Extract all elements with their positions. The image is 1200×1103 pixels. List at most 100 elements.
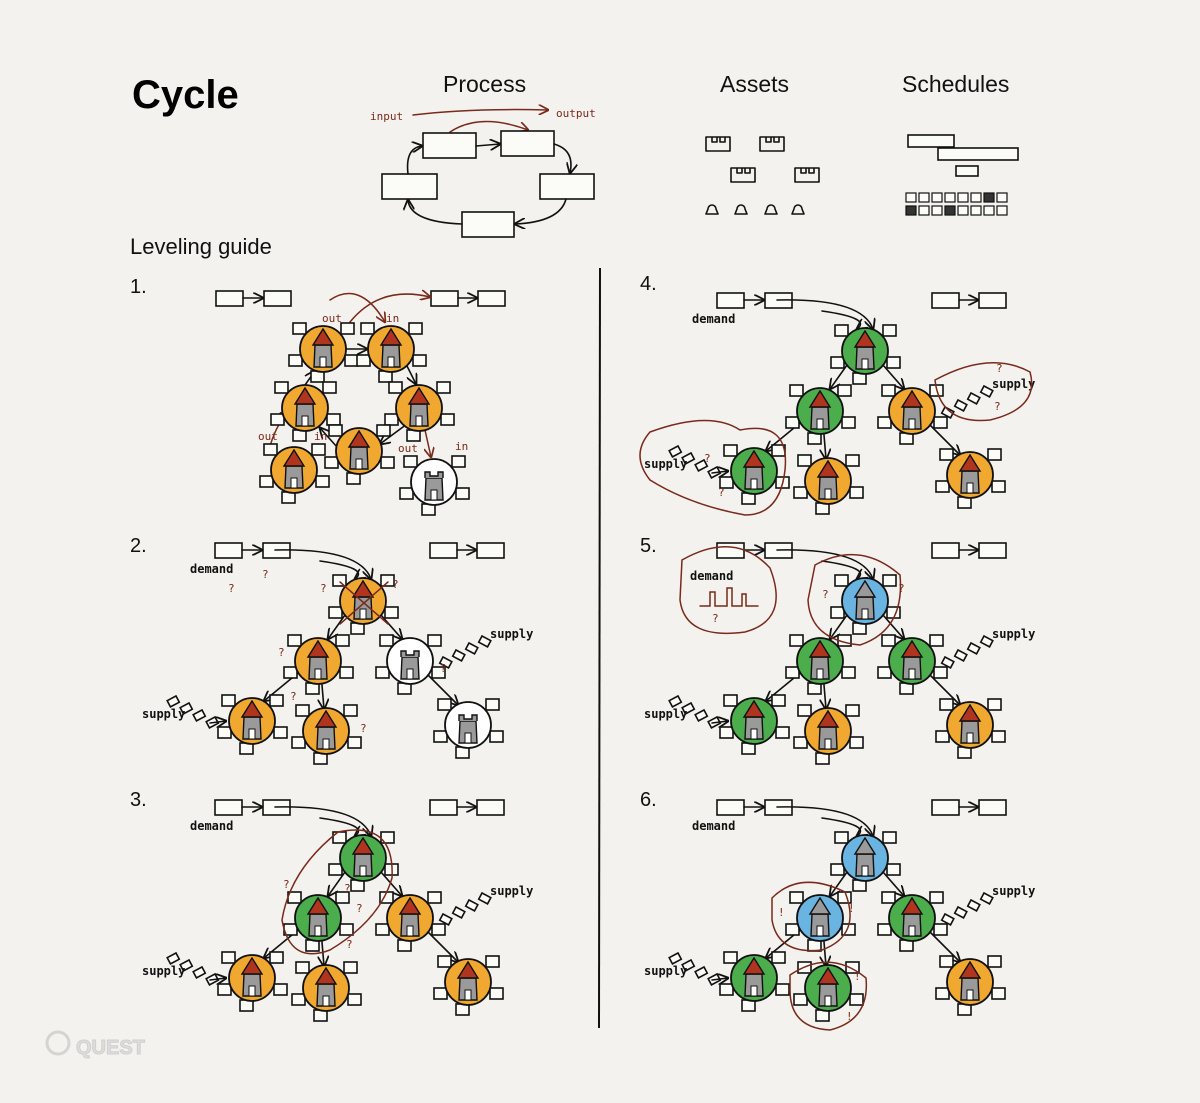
- supply-link: [953, 905, 968, 919]
- tower-door: [322, 738, 330, 750]
- node-slot: [291, 736, 306, 749]
- tower-roof: [306, 896, 330, 915]
- node-6: [433, 698, 504, 759]
- flow-arrow: [427, 931, 458, 962]
- node-slot: [384, 413, 399, 426]
- demand-box: [477, 290, 506, 307]
- cycle-red-arrow: [329, 292, 385, 322]
- schedules-icons: [905, 134, 1019, 216]
- node-slot: [291, 993, 306, 1006]
- in-label: in: [455, 440, 468, 453]
- node-slot: [845, 454, 860, 467]
- step-2-number: 2.: [130, 535, 147, 557]
- demand-box: [430, 290, 459, 307]
- tower-roof: [314, 709, 338, 728]
- supply-chain-right: [438, 891, 492, 926]
- supply-link: [166, 951, 181, 965]
- node-slot: [339, 666, 354, 679]
- supply-link: [451, 905, 466, 919]
- demand-box: [476, 799, 505, 816]
- highlight-loop: [807, 553, 902, 646]
- tower-roof: [742, 449, 766, 468]
- node-slot: [987, 698, 1002, 711]
- node-4: [217, 694, 288, 755]
- flow-arrow: [328, 614, 346, 639]
- in-label: in: [386, 312, 399, 325]
- tower-door: [406, 668, 414, 680]
- tower-door: [406, 925, 414, 937]
- supply-link: [192, 965, 207, 979]
- question-mark: ?: [346, 938, 353, 951]
- tower-roof: [900, 896, 924, 915]
- supply-link: [477, 891, 492, 905]
- demand-box: [429, 542, 458, 559]
- node-slot: [785, 416, 800, 429]
- supply-link: [979, 634, 994, 648]
- node-4: [719, 951, 790, 1012]
- tower-door: [314, 668, 322, 680]
- asset-pawn-icon: [791, 204, 805, 215]
- step-3-number: 3.: [130, 789, 147, 811]
- schedule-cell: [996, 205, 1008, 216]
- assets-icons: [705, 136, 820, 215]
- node-slot: [877, 416, 892, 429]
- tower-door: [248, 985, 256, 997]
- node-1: [328, 831, 399, 892]
- supply-arrow: [711, 721, 728, 723]
- node-3: [384, 381, 455, 442]
- node-slot: [785, 923, 800, 936]
- supply-link: [940, 912, 955, 926]
- node-slot: [723, 951, 738, 964]
- flow-arrow: [821, 310, 860, 329]
- node-slot: [384, 606, 399, 619]
- tower-roof: [311, 327, 335, 346]
- supply-label: supply: [142, 707, 185, 721]
- node-slot: [295, 704, 310, 717]
- node-slot: [269, 694, 284, 707]
- node-slot: [939, 955, 954, 968]
- supply-link: [438, 912, 453, 926]
- question-mark: ?: [356, 902, 363, 915]
- process-output-label: output: [556, 107, 596, 120]
- schedule-cell: [931, 192, 943, 203]
- asset-tower-icon: [759, 136, 785, 152]
- demand-label: demand: [190, 562, 233, 576]
- node-slot: [221, 951, 236, 964]
- tower-door: [750, 985, 758, 997]
- node-slot: [719, 983, 734, 996]
- flow-arrow: [830, 364, 848, 389]
- supply-arrow: [209, 978, 226, 980]
- supply-link: [464, 641, 479, 655]
- node-slot: [343, 961, 358, 974]
- schedule-cell: [983, 192, 995, 203]
- node-slot: [723, 444, 738, 457]
- flow-arrow: [830, 871, 848, 896]
- flow-arrow: [427, 674, 458, 705]
- supply-link: [668, 694, 683, 708]
- node-slot: [288, 354, 303, 367]
- node-slot: [408, 322, 423, 335]
- tower-door: [464, 732, 472, 744]
- node-slot: [273, 983, 288, 996]
- supply-label: supply: [992, 884, 1035, 898]
- node-4: [719, 444, 790, 505]
- node-2: [283, 634, 354, 695]
- node-5: [793, 454, 864, 515]
- node-slot: [723, 694, 738, 707]
- flow-arrow: [776, 549, 873, 579]
- supply-link: [953, 648, 968, 662]
- node-slot: [849, 993, 864, 1006]
- flow-arrow: [328, 871, 346, 896]
- tower-roof: [958, 453, 982, 472]
- demand-spike-graph: [699, 587, 759, 607]
- tower-door: [301, 415, 309, 427]
- in-label: in: [314, 430, 327, 443]
- flow-arrow: [380, 614, 402, 639]
- node-slot: [882, 574, 897, 587]
- schedule-cell: [944, 205, 956, 216]
- node-slot: [347, 736, 362, 749]
